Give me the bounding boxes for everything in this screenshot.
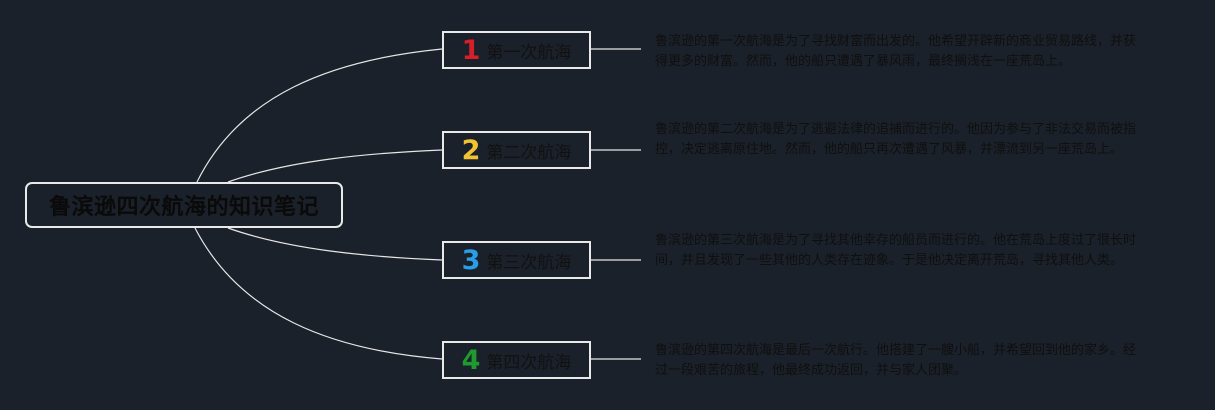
branch-number-1: 1 bbox=[461, 34, 481, 66]
root-topic-label: 鲁滨逊四次航海的知识笔记 bbox=[48, 195, 319, 220]
branch-node-3[interactable]: 3 第三次航海 bbox=[442, 241, 591, 279]
branch-label-4: 第四次航海 bbox=[486, 352, 572, 373]
connector-root-branch-4 bbox=[194, 227, 443, 360]
branch-node-4[interactable]: 4 第四次航海 bbox=[442, 341, 591, 379]
branch-description-1: 鲁滨逊的第一次航海是为了寻找财富而出发的。他希望开辟新的商业贸易路线，并获得更多… bbox=[655, 34, 1137, 69]
branch-number-4: 4 bbox=[461, 344, 481, 376]
branch-label-2: 第二次航海 bbox=[486, 142, 572, 163]
branch-node-1[interactable]: 1 第一次航海 bbox=[442, 31, 591, 69]
branch-node-2[interactable]: 2 第二次航海 bbox=[442, 131, 591, 169]
branch-description-2: 鲁滨逊的第二次航海是为了逃避法律的追捕而进行的。他因为参与了非法交易而被指控，决… bbox=[655, 122, 1137, 157]
branch-description-4: 鲁滨逊的第四次航海是最后一次航行。他搭建了一艘小船，并希望回到他的家乡。经过一段… bbox=[655, 343, 1137, 378]
branch-number-3: 3 bbox=[461, 244, 481, 276]
branch-label-3: 第三次航海 bbox=[486, 252, 572, 273]
connector-root-branch-1 bbox=[196, 48, 443, 183]
root-topic-node[interactable]: 鲁滨逊四次航海的知识笔记 bbox=[25, 182, 343, 228]
branch-description-3: 鲁滨逊的第三次航海是为了寻找其他幸存的船员而进行的。他在荒岛上度过了很长时间，并… bbox=[655, 233, 1137, 268]
connector-root-branch-2 bbox=[227, 149, 443, 183]
branch-number-2: 2 bbox=[461, 134, 481, 166]
connector-root-branch-3 bbox=[227, 227, 443, 261]
branch-label-1: 第一次航海 bbox=[486, 42, 572, 63]
